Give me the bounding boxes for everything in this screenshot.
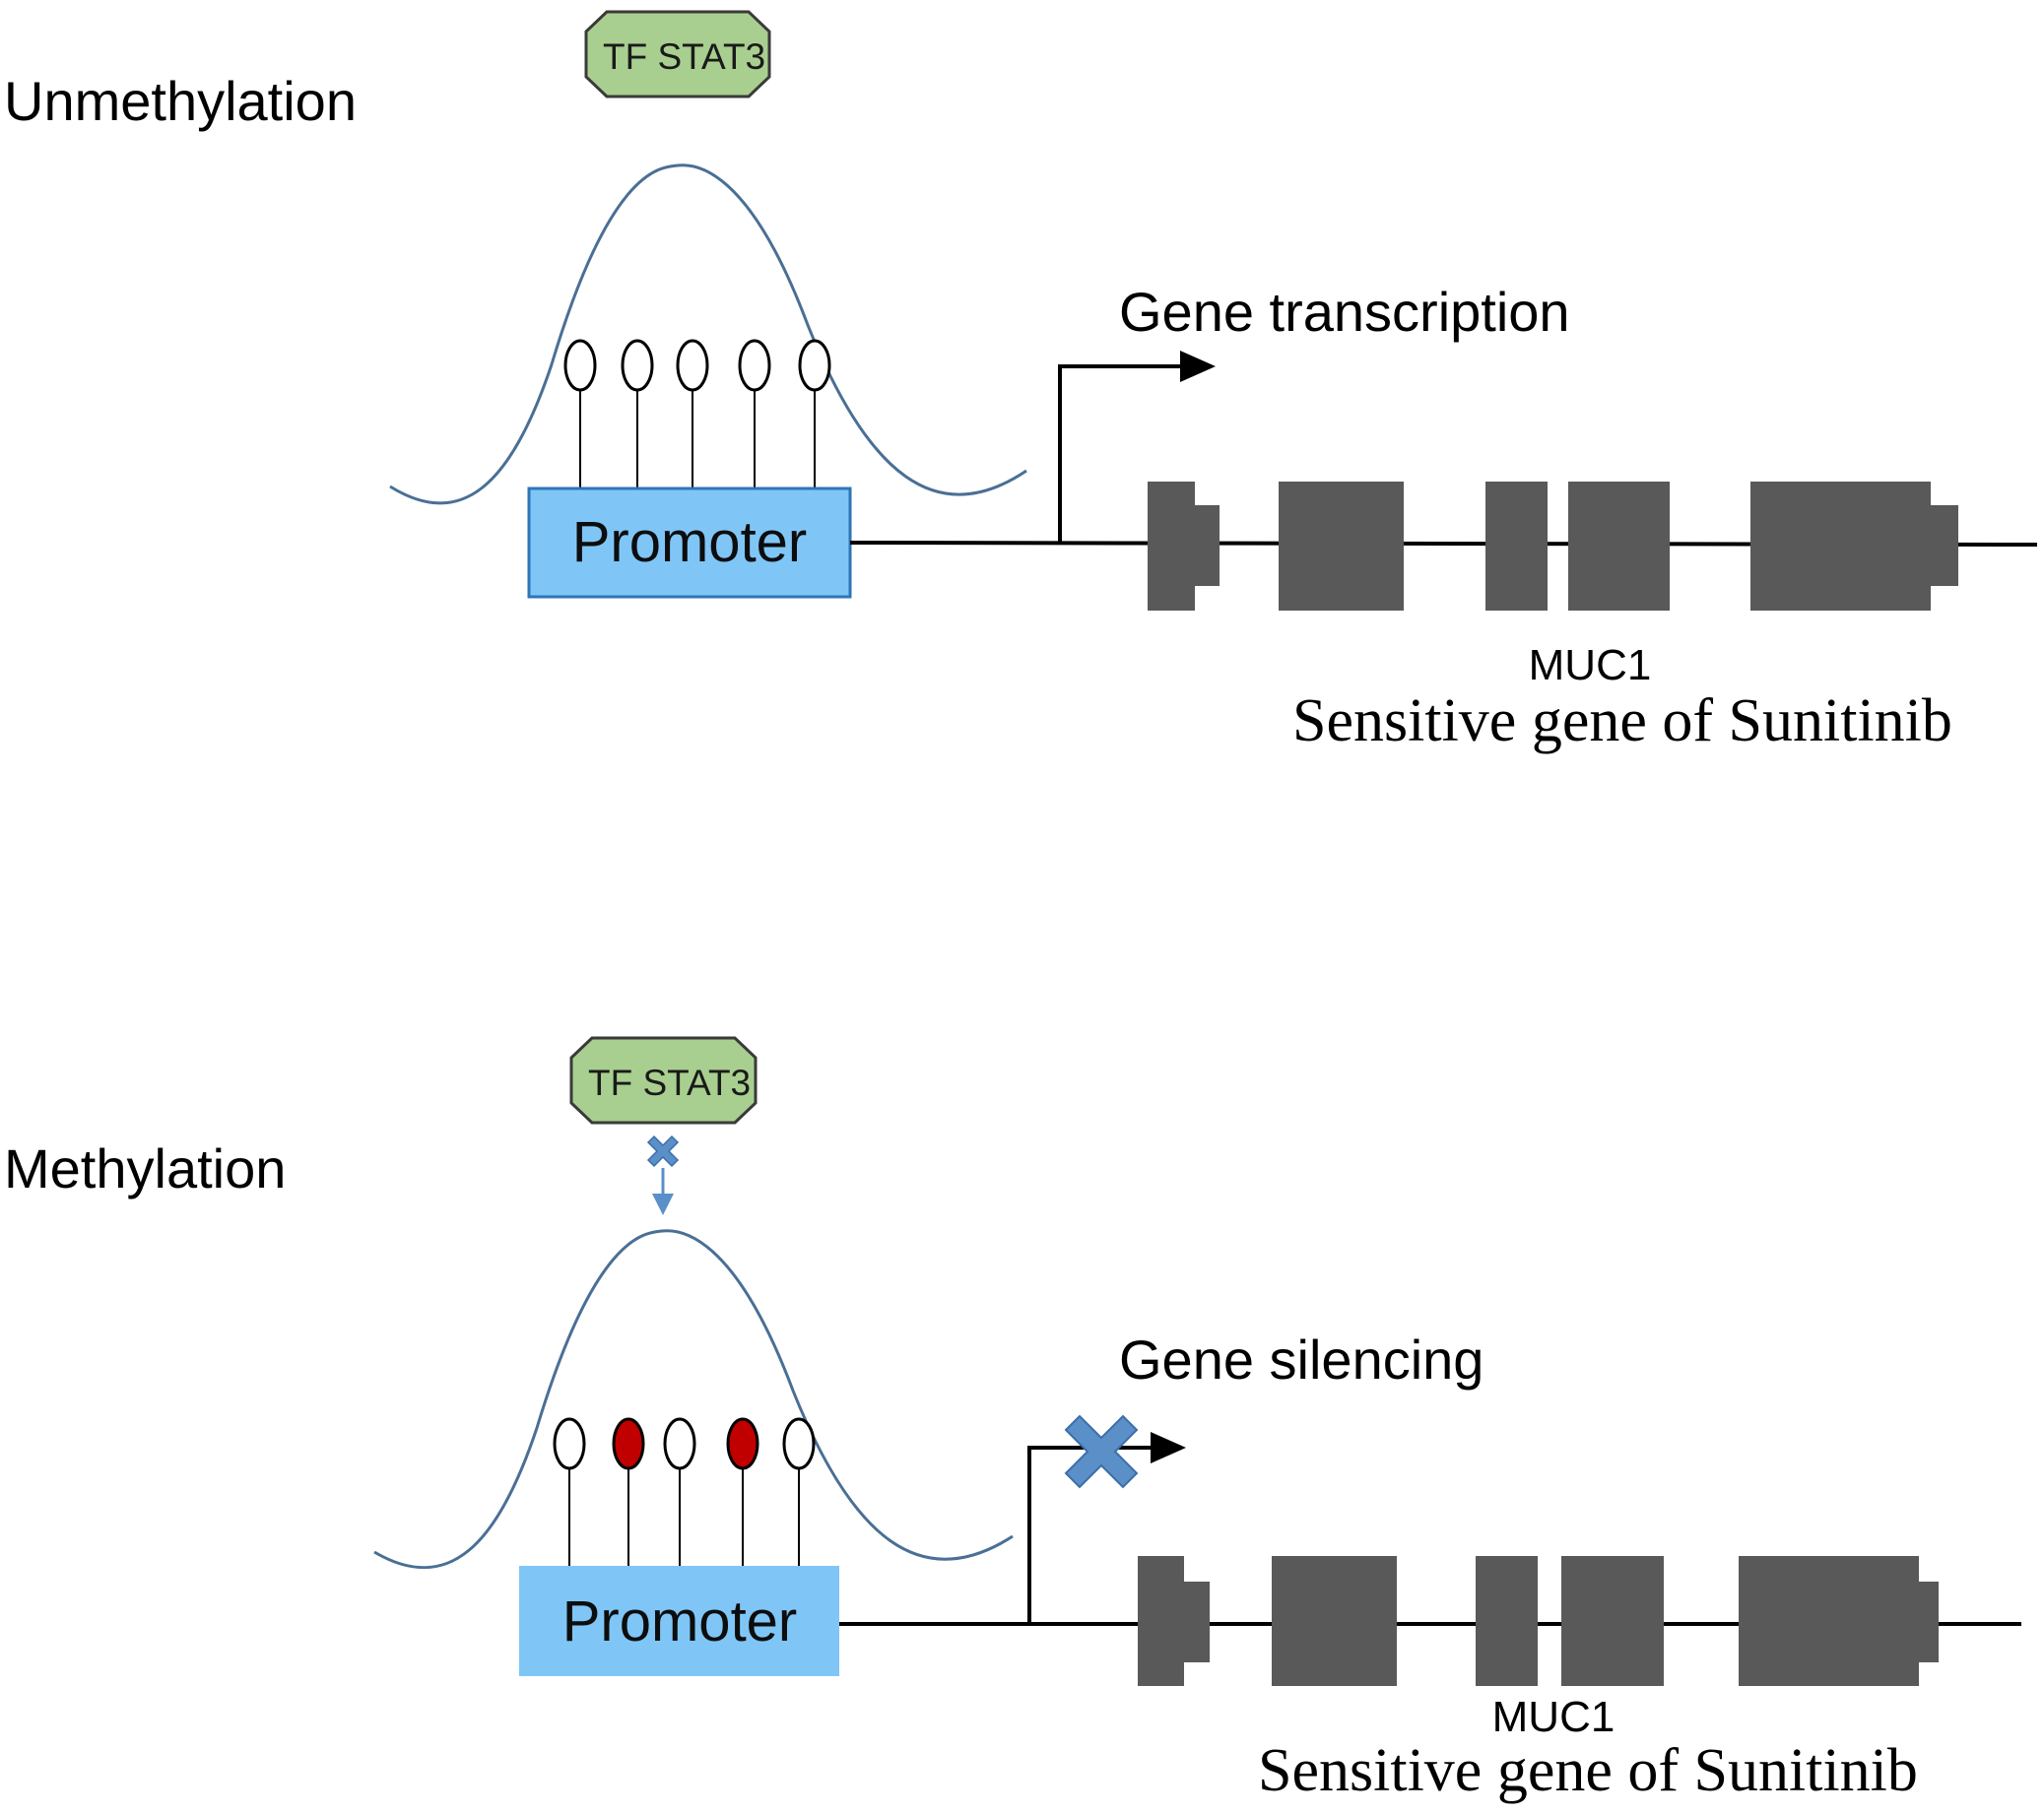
- panel-label-unmethylation: Unmethylation: [4, 70, 357, 132]
- cpg-site-unmethylated: [553, 1417, 586, 1470]
- gene-exons: [1138, 1556, 1939, 1686]
- exon-2: [1272, 1556, 1397, 1686]
- tss-arrow-icon: [1058, 351, 1216, 543]
- exon-5: [1739, 1556, 1939, 1686]
- tf-stat3-node: TF STAT3: [569, 1036, 758, 1125]
- promoter-label: Promoter: [562, 1589, 798, 1653]
- tf-label: TF STAT3: [603, 36, 765, 77]
- cpg-site-unmethylated: [798, 339, 831, 392]
- cpg-site-unmethylated: [738, 339, 771, 392]
- tf-label: TF STAT3: [588, 1063, 751, 1103]
- top-panel: Unmethylation TF STAT3 Promoter: [4, 10, 2038, 754]
- outcome-label-silencing: Gene silencing: [1119, 1329, 1484, 1391]
- down-arrow-head: [652, 1194, 674, 1215]
- exon-1: [1148, 482, 1220, 611]
- exon-4: [1568, 482, 1670, 611]
- cpg-sites: [563, 339, 831, 488]
- exon-3: [1485, 482, 1548, 611]
- promoter-box: Promoter: [519, 1566, 839, 1676]
- tss-arrow-icon: [1027, 1432, 1186, 1624]
- cpg-site-unmethylated: [621, 339, 654, 392]
- cpg-island-curve: [373, 1229, 1014, 1570]
- exon-1: [1138, 1556, 1210, 1686]
- tf-octagon-shape: [569, 1036, 758, 1125]
- gene-label: MUC1: [1492, 1693, 1615, 1741]
- cpg-site-methylated: [726, 1417, 759, 1470]
- outcome-label-transcription: Gene transcription: [1119, 281, 1570, 343]
- gene-description: Sensitive gene of Sunitinib: [1292, 687, 1952, 754]
- tf-octagon-shape: [584, 10, 771, 98]
- promoter-label: Promoter: [572, 510, 808, 574]
- panel-label-methylation: Methylation: [4, 1137, 286, 1199]
- exon-3: [1476, 1556, 1538, 1686]
- exon-2: [1279, 482, 1404, 611]
- cpg-site-unmethylated: [782, 1417, 816, 1470]
- cpg-island-curve: [389, 163, 1027, 505]
- gene-description: Sensitive gene of Sunitinib: [1258, 1737, 1918, 1804]
- cpg-site-methylated: [612, 1417, 645, 1470]
- bottom-panel: Methylation TF STAT3: [4, 1036, 2021, 1804]
- exon-5: [1750, 482, 1958, 611]
- tf-stat3-node: TF STAT3: [584, 10, 771, 98]
- small-x-cross-icon: [646, 1134, 680, 1168]
- large-x-cross-icon: [1064, 1414, 1139, 1489]
- cpg-site-unmethylated: [663, 1417, 696, 1470]
- binding-blocked-mark: [646, 1134, 680, 1215]
- cpg-site-unmethylated: [563, 339, 597, 392]
- exon-4: [1561, 1556, 1664, 1686]
- gene-exons: [1148, 482, 1958, 611]
- promoter-box: Promoter: [527, 486, 852, 599]
- cpg-site-unmethylated: [676, 339, 709, 392]
- gene-label: MUC1: [1529, 641, 1652, 689]
- promoter-rect: [519, 1566, 839, 1676]
- cpg-sites: [553, 1417, 816, 1566]
